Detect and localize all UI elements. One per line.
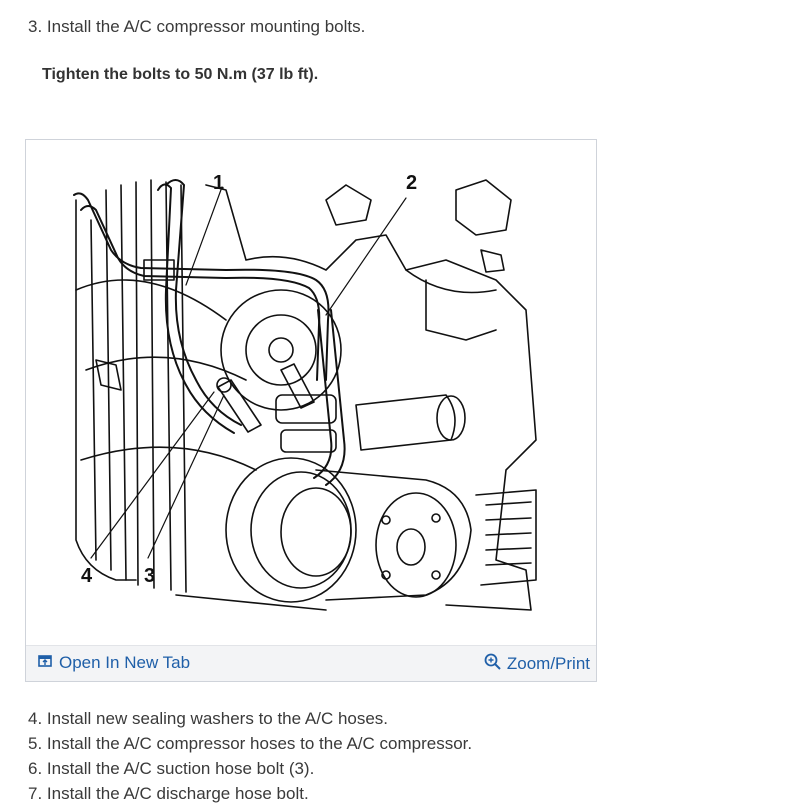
zoom-print-label: Zoom/Print — [506, 654, 590, 673]
illustration-figure: 1 2 3 4 Open In New Tab Zoom/Prin — [25, 139, 597, 682]
ac-compressor-illustration[interactable] — [26, 140, 596, 645]
open-in-new-tab-link[interactable]: Open In New Tab — [38, 653, 190, 673]
callout-4: 4 — [81, 565, 93, 587]
open-in-new-tab-label: Open In New Tab — [59, 653, 191, 672]
callout-1: 1 — [213, 172, 225, 194]
step-4-text: 4. Install new sealing washers to the A/… — [28, 709, 389, 728]
zoom-print-link[interactable]: Zoom/Print — [484, 653, 590, 675]
step-5-text: 5. Install the A/C compressor hoses to t… — [28, 734, 473, 753]
torque-note: Tighten the bolts to 50 N.m (37 lb ft). — [42, 66, 319, 83]
step-6-text: 6. Install the A/C suction hose bolt (3)… — [28, 759, 315, 778]
open-new-tab-icon — [38, 653, 53, 673]
callout-3: 3 — [144, 565, 156, 587]
step-7-text: 7. Install the A/C discharge hose bolt. — [28, 784, 309, 803]
step-3-text: 3. Install the A/C compressor mounting b… — [28, 17, 366, 36]
figure-toolbar: Open In New Tab Zoom/Print — [26, 645, 596, 681]
callout-2: 2 — [406, 172, 418, 194]
magnifier-zoom-icon — [484, 653, 501, 675]
